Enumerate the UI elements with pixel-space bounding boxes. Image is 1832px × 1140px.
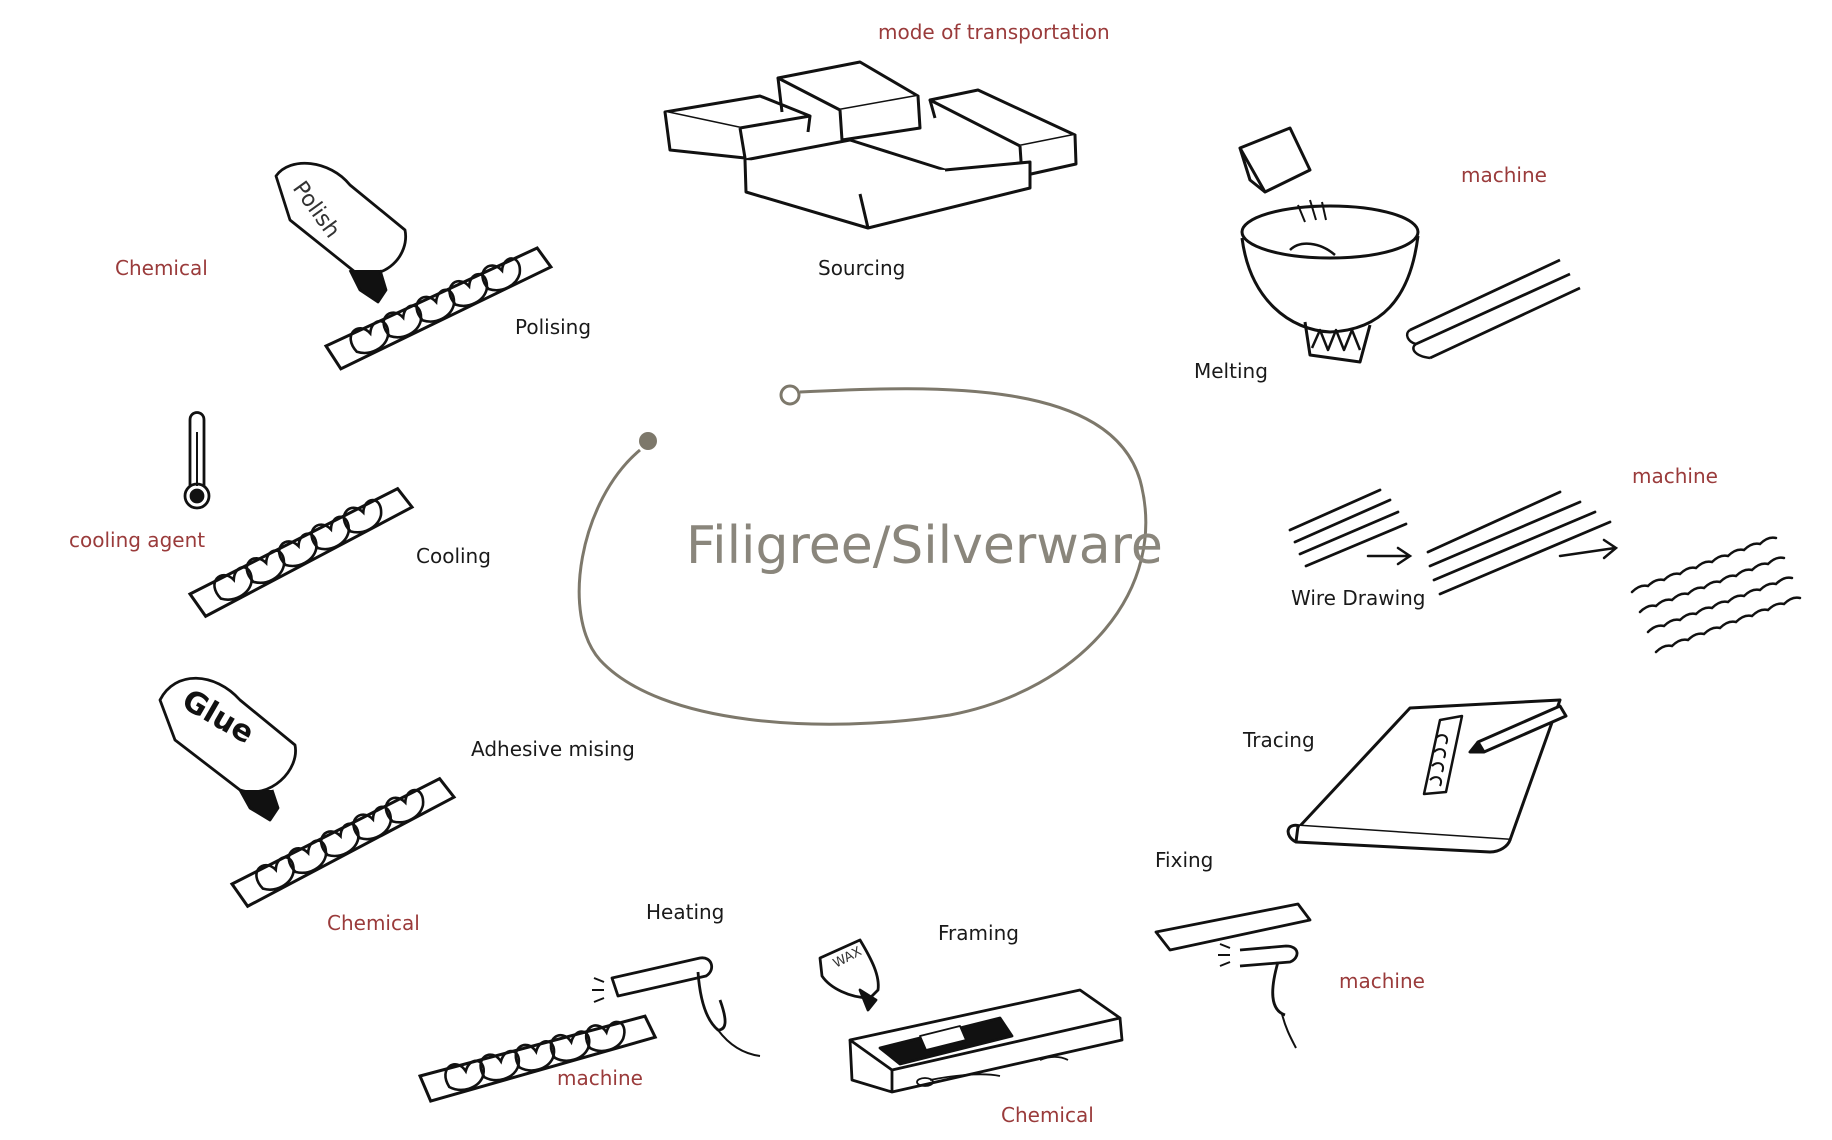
step-label-polising: Polising: [515, 315, 592, 339]
step-label-wire-drawing: Wire Drawing: [1291, 586, 1426, 610]
wire-drawing-illustration: [1288, 488, 1802, 654]
sourcing-blocks-illustration: [663, 60, 1078, 230]
step-label-melting: Melting: [1194, 359, 1268, 383]
resource-label-cooling: cooling agent: [69, 528, 206, 552]
step-label-heating: Heating: [646, 900, 725, 924]
step-label-sourcing: Sourcing: [818, 256, 906, 280]
step-label-cooling: Cooling: [416, 544, 491, 568]
resource-label-sourcing: mode of transportation: [878, 20, 1110, 44]
tracing-illustration: [1286, 698, 1568, 854]
resource-label-heating: machine: [557, 1066, 643, 1090]
resource-label-wire-drawing: machine: [1632, 464, 1718, 488]
polising-illustration: [274, 161, 564, 373]
melting-illustration: [1238, 126, 1581, 364]
center-title: Filigree/Silverware: [686, 516, 1163, 576]
heating-illustration: [414, 956, 761, 1104]
adhesive-illustration: [158, 676, 468, 911]
resource-label-melting: machine: [1461, 163, 1547, 187]
framing-illustration: [818, 938, 1124, 1094]
step-label-adhesive: Adhesive mising: [471, 737, 635, 761]
step-label-tracing: Tracing: [1243, 728, 1315, 752]
step-label-framing: Framing: [938, 921, 1019, 945]
cooling-illustration: [177, 411, 426, 621]
cycle-loop: [577, 384, 1148, 726]
resource-label-framing: Chemical: [1001, 1103, 1094, 1127]
step-label-fixing: Fixing: [1155, 848, 1214, 872]
resource-label-polising: Chemical: [115, 256, 208, 280]
resource-label-adhesive: Chemical: [327, 911, 420, 935]
fixing-illustration: [1154, 902, 1312, 1049]
resource-label-fixing: machine: [1339, 969, 1425, 993]
